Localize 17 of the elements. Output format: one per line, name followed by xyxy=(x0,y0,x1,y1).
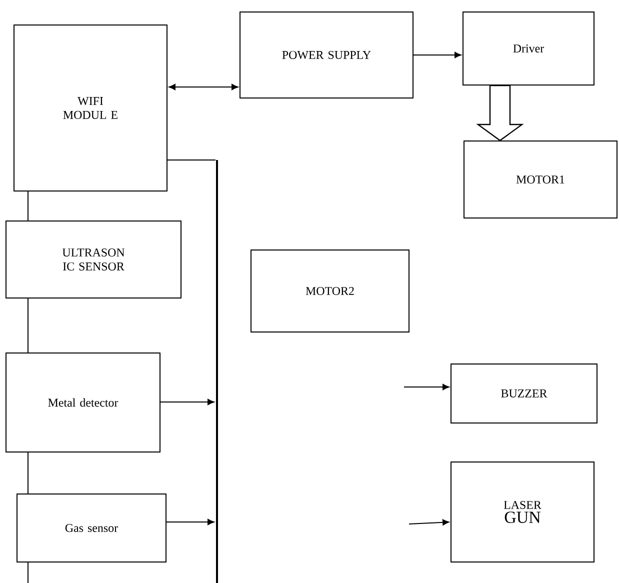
arrow xyxy=(404,384,450,390)
process-box: Driver xyxy=(462,12,594,86)
sensor-box: Metal detector xyxy=(6,352,160,452)
process-box: MOTOR1 xyxy=(464,140,618,218)
module-box: WIFI MODUL E xyxy=(14,24,168,192)
process-box: BUZZER xyxy=(450,364,598,424)
arrow xyxy=(408,519,450,526)
sensor-box: Gas sensor xyxy=(16,494,166,562)
sensor-box: ULTRASON IC SENSOR xyxy=(6,220,182,298)
process-box: LASER GUN xyxy=(450,462,594,562)
arrow xyxy=(160,398,214,406)
arrow xyxy=(166,518,214,526)
arrow xyxy=(413,52,462,58)
process-box: POWER SUPPLY xyxy=(240,12,414,98)
block-arrow xyxy=(476,84,524,142)
arrow xyxy=(168,84,238,90)
process-box: MOTOR2 xyxy=(250,250,410,332)
